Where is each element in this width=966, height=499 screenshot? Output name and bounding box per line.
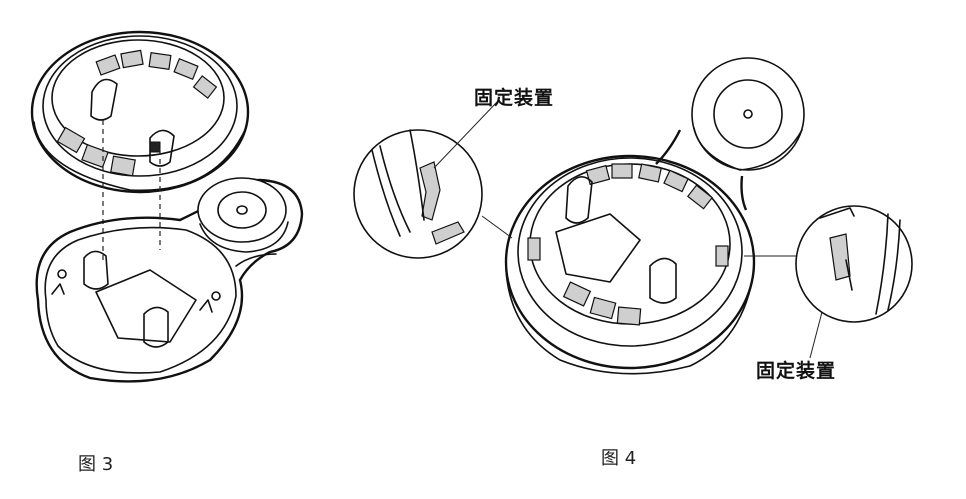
- figure-4-caption: 图 4: [601, 448, 637, 469]
- main-base-assembly: [504, 57, 805, 375]
- figure-3-drawing: [30, 30, 304, 383]
- magnifier-left: [353, 129, 483, 259]
- upper-base: [30, 30, 250, 194]
- callout-fixing-device-bottom: 固定装置: [756, 360, 837, 382]
- figure-4-drawing: [353, 57, 913, 375]
- magnifier-right: [795, 205, 913, 323]
- leader-line-top: [433, 101, 498, 169]
- figure-3-caption: 图 3: [78, 454, 114, 475]
- callout-fixing-device-top: 固定装置: [474, 87, 555, 109]
- lower-base-plate: [35, 177, 304, 383]
